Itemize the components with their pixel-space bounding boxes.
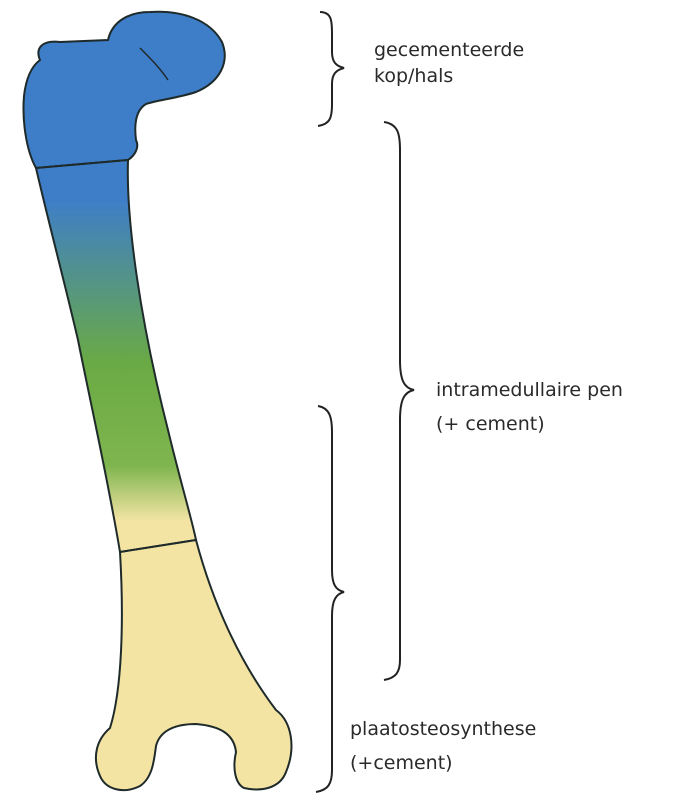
label-head-neck: gecementeerde kop/hals: [374, 39, 524, 87]
bracket-plate: [316, 406, 344, 792]
label-plate-line2: (+cement): [350, 752, 453, 774]
label-plate: plaatosteosynthese (+cement): [350, 718, 536, 774]
label-intramedullary: intramedullaire pen (+ cement): [436, 379, 623, 435]
label-intramedullary-line1: intramedullaire pen: [436, 379, 623, 401]
label-plate-line1: plaatosteosynthese: [350, 718, 536, 740]
label-intramedullary-line2: (+ cement): [436, 413, 545, 435]
femoral-head-neck-region: [24, 12, 225, 168]
label-head-neck-line1: gecementeerde: [374, 39, 524, 61]
femoral-shaft-region: [36, 160, 196, 552]
femur-bone: [24, 12, 292, 790]
bracket-intramedullary: [384, 122, 414, 680]
label-head-neck-line2: kop/hals: [374, 65, 453, 87]
brackets: [316, 12, 414, 792]
distal-femur-region: [96, 540, 292, 790]
bracket-head-neck: [318, 12, 344, 126]
